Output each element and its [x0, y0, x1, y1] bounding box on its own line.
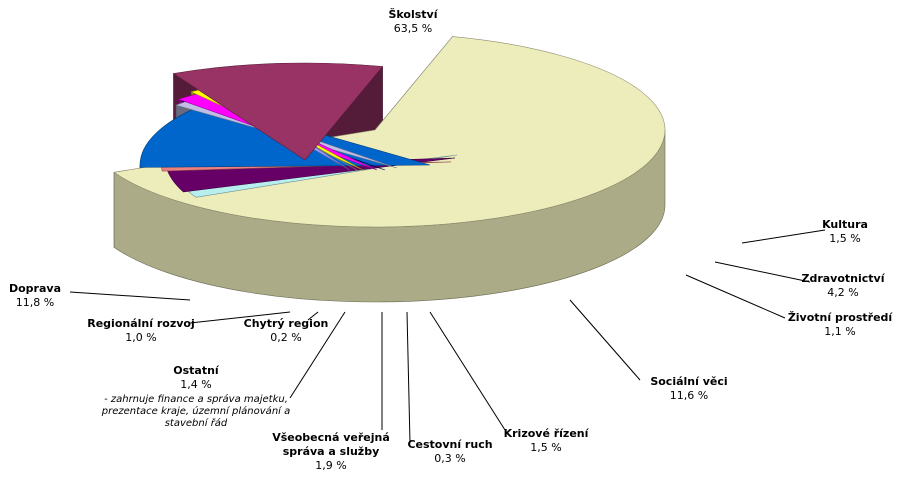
slice-label-0: Školství	[388, 8, 438, 21]
slice-value-3: 1,1 %	[824, 325, 855, 338]
slice-note-8-0: - zahrnuje finance a správa majetku,	[104, 393, 288, 405]
slice-label-10: Regionální rozvoj	[87, 317, 194, 330]
slice-value-4: 11,6 %	[670, 389, 708, 402]
slice-value-8: 1,4 %	[180, 378, 211, 391]
slice-label-7-1: správa a služby	[283, 445, 380, 458]
leader-line-2	[714, 261, 811, 283]
slice-label-4: Sociální věci	[650, 375, 727, 388]
pie-tops	[113, 36, 666, 228]
leader-line-4	[569, 299, 641, 381]
slice-value-1: 1,5 %	[829, 232, 860, 245]
slice-label-8: Ostatní	[173, 364, 220, 377]
slice-value-7: 1,9 %	[315, 459, 346, 472]
slice-label-2: Zdravotnictví	[801, 272, 885, 285]
slice-label-6: Cestovní ruch	[407, 438, 492, 451]
leader-line-6	[406, 311, 411, 444]
slice-value-10: 1,0 %	[125, 331, 156, 344]
slice-value-9: 0,2 %	[270, 331, 301, 344]
leader-line-5	[429, 311, 506, 431]
slice-value-5: 1,5 %	[530, 441, 561, 454]
slice-label-5: Krizové řízení	[504, 427, 590, 440]
leader-line-11	[69, 291, 191, 301]
slice-label-9: Chytrý region	[244, 317, 329, 330]
leader-line-1	[741, 229, 826, 244]
slice-label-7-0: Všeobecná veřejná	[272, 431, 390, 444]
leader-line-8	[289, 311, 346, 399]
slice-label-11: Doprava	[9, 282, 61, 295]
slice-note-8-1: prezentace kraje, územní plánování a	[101, 405, 291, 417]
slice-value-2: 4,2 %	[827, 286, 858, 299]
slice-value-0: 63,5 %	[394, 22, 432, 35]
slice-note-8-2: stavební řád	[165, 417, 228, 429]
leader-lines	[69, 229, 826, 444]
slice-label-1: Kultura	[822, 218, 868, 231]
slice-top-11	[172, 62, 384, 161]
leader-line-3	[685, 274, 786, 319]
slice-value-6: 0,3 %	[434, 452, 465, 465]
leader-line-9	[307, 311, 319, 321]
leader-line-10	[189, 311, 291, 324]
slice-label-3: Životní prostředí	[788, 311, 894, 324]
slice-value-11: 11,8 %	[16, 296, 54, 309]
